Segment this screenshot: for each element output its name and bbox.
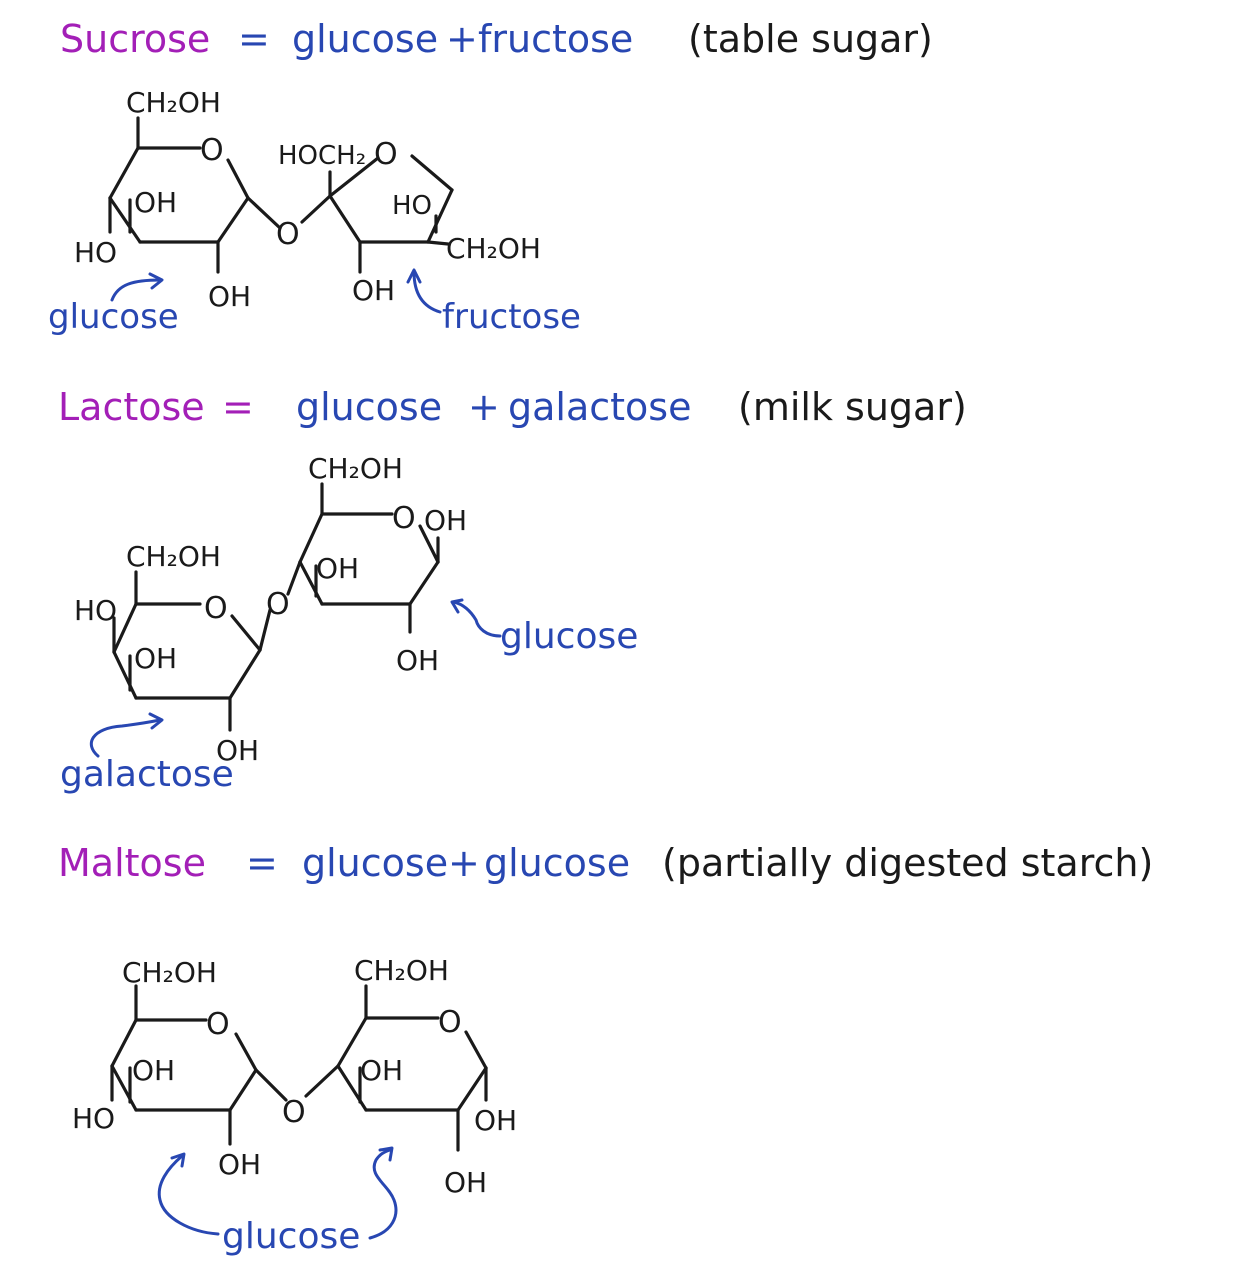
lactose-glucose-arrowhead [450, 598, 464, 614]
lactose-equals: = [222, 385, 254, 429]
lactose-galactose-oh-inner: OH [134, 642, 177, 675]
sucrose-fructose-arrow [412, 270, 442, 314]
lactose-glucose-oh-right: OH [424, 504, 467, 537]
maltose-equals: = [246, 841, 278, 885]
sucrose-fructose-arrowhead [406, 268, 422, 284]
sucrose-plus: + [446, 17, 478, 61]
sucrose-fructose-ring-o: O [374, 137, 398, 172]
maltose-right-ring-o: O [438, 1005, 462, 1040]
sucrose-fructose-ho: HO [392, 191, 432, 221]
maltose-right-ring [336, 984, 488, 1152]
lactose-glucose-oh-inner: OH [316, 552, 359, 585]
sucrose-fructose-ring [300, 154, 454, 274]
lactose-glucose-arrow [452, 600, 502, 638]
sucrose-hoch2: HOCH₂ [278, 141, 366, 171]
sucrose-annot-fructose: fructose [442, 297, 581, 337]
sucrose-fructose-oh: OH [352, 274, 395, 307]
lactose-galactose-ch2oh: CH₂OH [126, 540, 221, 573]
maltose-note: (partially digested starch) [662, 841, 1153, 885]
maltose-arrowhead-left [170, 1152, 186, 1168]
maltose-section: Maltose = glucose + glucose (partially d… [58, 841, 1153, 1257]
maltose-right-oh-bottom: OH [444, 1166, 487, 1199]
sucrose-part1: glucose [292, 17, 438, 61]
maltose-link-bond [304, 1064, 340, 1098]
sucrose-note: (table sugar) [688, 17, 933, 61]
maltose-link-o: O [282, 1095, 306, 1130]
maltose-right-oh-inner: OH [360, 1054, 403, 1087]
maltose-right-ch2oh: CH₂OH [354, 954, 449, 987]
lactose-galactose-ho: HO [74, 594, 117, 627]
sucrose-section: Sucrose = glucose + fructose (table suga… [48, 17, 933, 337]
sucrose-glucose-arrowhead [148, 272, 164, 290]
maltose-annot-glucose: glucose [222, 1216, 360, 1257]
lactose-plus: + [468, 385, 500, 429]
sucrose-ring-o: O [200, 133, 224, 168]
lactose-glucose-ring-o: O [392, 501, 416, 536]
maltose-left-ho: HO [72, 1102, 115, 1135]
lactose-glucose-ring [298, 482, 440, 634]
lactose-glucose-ch2oh: CH₂OH [308, 452, 403, 485]
sucrose-part2: fructose [478, 17, 633, 61]
lactose-annot-glucose: glucose [500, 616, 638, 657]
lactose-link-bond-left [258, 608, 272, 652]
maltose-arrow-left [157, 1154, 220, 1236]
lactose-galactose-ring-o: O [204, 591, 228, 626]
lactose-galactose-arrowhead [148, 712, 164, 730]
maltose-left-ring [110, 984, 288, 1146]
lactose-galactose-arrow [89, 718, 162, 758]
lactose-galactose-oh-bottom: OH [216, 734, 259, 767]
lactose-galactose-ring [112, 570, 262, 732]
sucrose-oh-inner: OH [134, 186, 177, 219]
maltose-arrow-right [368, 1148, 398, 1240]
maltose-part1: glucose [302, 841, 448, 885]
maltose-left-oh-inner: OH [132, 1054, 175, 1087]
sucrose-glucose-arrow [110, 278, 162, 302]
sucrose-glucose-ring [108, 116, 282, 274]
sucrose-oh-bottom: OH [208, 280, 251, 313]
lactose-link-o: O [266, 587, 290, 622]
lactose-section: Lactose = glucose + galactose (milk suga… [58, 385, 967, 795]
lactose-part1: glucose [296, 385, 442, 429]
lactose-title: Lactose [58, 385, 205, 429]
sucrose-fructose-ch2oh: CH₂OH [446, 232, 541, 265]
lactose-glucose-oh-bottom: OH [396, 644, 439, 677]
sucrose-title: Sucrose [60, 17, 210, 61]
sucrose-annot-glucose: glucose [48, 297, 179, 337]
sucrose-ch2oh-top: CH₂OH [126, 86, 221, 119]
lactose-note: (milk sugar) [738, 385, 967, 429]
maltose-left-ch2oh: CH₂OH [122, 956, 217, 989]
lactose-part2: galactose [508, 385, 691, 429]
maltose-part2: glucose [484, 841, 630, 885]
sucrose-ho-left: HO [74, 236, 117, 269]
maltose-left-ring-o: O [206, 1007, 230, 1042]
maltose-title: Maltose [58, 841, 206, 885]
maltose-plus: + [448, 841, 480, 885]
maltose-arrowhead-right [378, 1146, 394, 1162]
lactose-annot-galactose: galactose [60, 754, 234, 795]
sucrose-equals: = [238, 17, 270, 61]
sucrose-link-o: O [276, 217, 300, 252]
lactose-link-bond-right [286, 560, 302, 596]
maltose-left-oh-bottom: OH [218, 1148, 261, 1181]
maltose-right-oh-right: OH [474, 1104, 517, 1137]
